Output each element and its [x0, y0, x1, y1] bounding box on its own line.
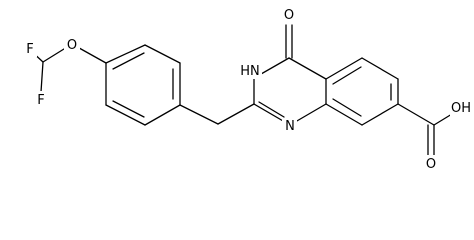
- atom-label-f-bottom: F: [37, 93, 44, 108]
- atom-label-nh: HN: [240, 64, 260, 79]
- atom-label-n-ring: N: [285, 119, 295, 134]
- bond-benz-ch2: [179, 104, 219, 125]
- atom-label-o-acid: O: [426, 157, 436, 172]
- bond-c4-c4a: [288, 57, 327, 80]
- mask-o-keto: [281, 6, 297, 23]
- mask-f-bottom: [34, 91, 49, 108]
- bond-benzo-1: [325, 57, 363, 80]
- bond-benz-4: [144, 104, 181, 126]
- mask-o-ether: [64, 36, 80, 53]
- bond-ring-cooh: [397, 103, 435, 126]
- atom-label-o-ether: O: [67, 38, 77, 53]
- bond-benzo-2: [361, 57, 399, 80]
- mask-oh: [450, 100, 474, 117]
- atom-label-f-top: F: [26, 42, 33, 57]
- bond-benz-2: [144, 44, 181, 64]
- bond-benz-inner-3: [112, 100, 145, 118]
- molecule-structure: F F O HN N O O OH: [22, 6, 474, 172]
- bond-benzo-inner-1: [332, 66, 362, 85]
- mask-f-top: [22, 40, 37, 57]
- bond-benzo-5: [325, 103, 363, 126]
- bond-benzo-inner-3: [332, 98, 362, 117]
- bond-benzo-4: [361, 103, 399, 126]
- bond-benz-5: [105, 104, 146, 126]
- mask-n-ring: [282, 118, 297, 134]
- mask-nh: [238, 62, 262, 79]
- bond-cooh-oh: [433, 113, 453, 126]
- atom-label-o-keto: O: [284, 8, 294, 23]
- bond-benz-1: [105, 44, 146, 64]
- bond-set: [29, 24, 453, 159]
- atom-label-oh: OH: [451, 101, 471, 116]
- bond-chf2-f-bottom: [40, 61, 44, 93]
- bond-ch2-c2: [217, 103, 255, 125]
- bond-n1-c2-double: [258, 101, 285, 118]
- bond-benz-inner-1: [112, 52, 145, 70]
- mask-o-acid: [423, 155, 439, 172]
